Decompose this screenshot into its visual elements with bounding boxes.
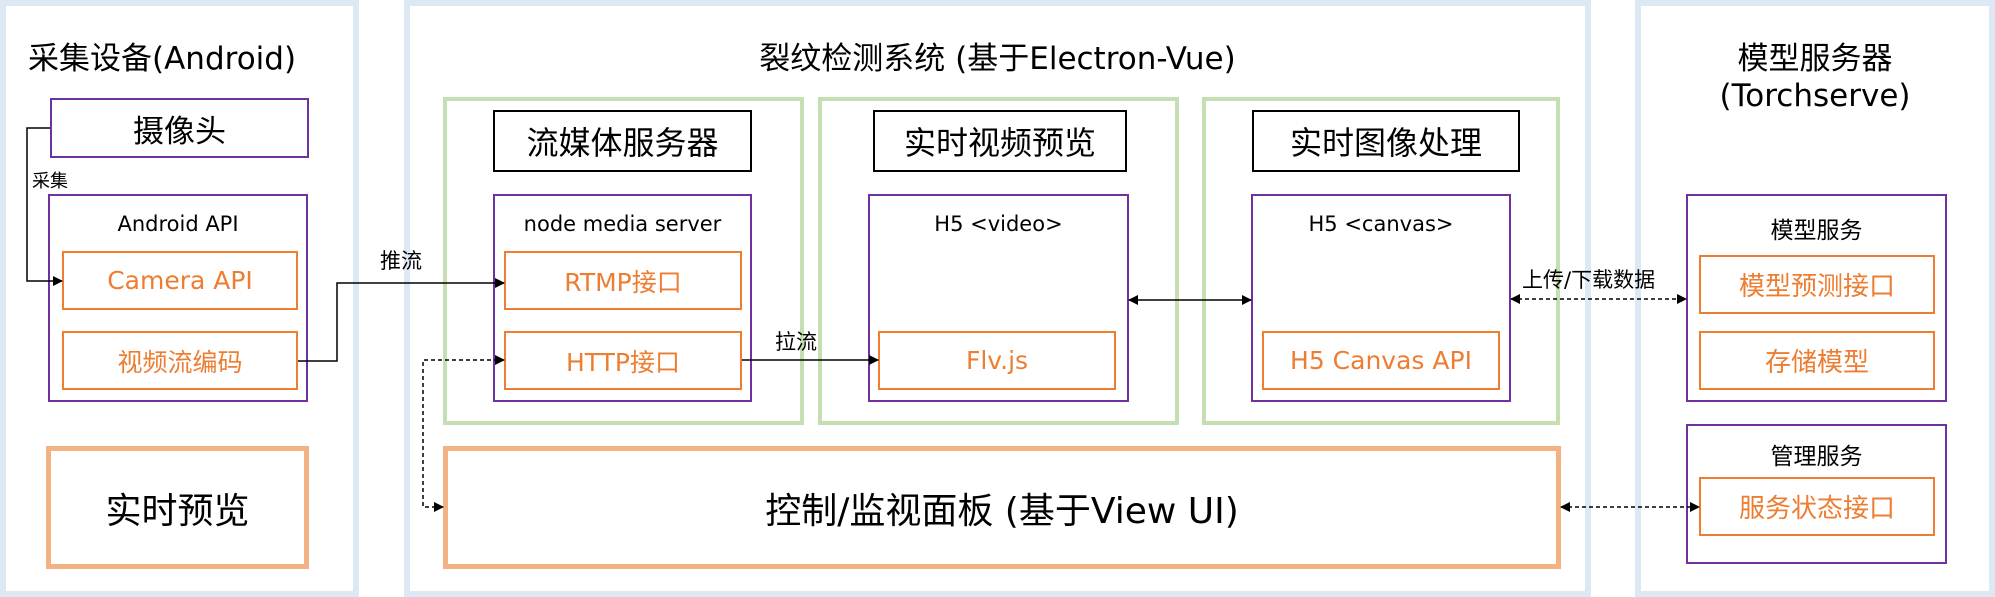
device-region-title: 采集设备(Android) <box>28 41 297 77</box>
streaming-server-title: 流媒体服务器 <box>526 124 719 162</box>
h5-video-label: H5 <video> <box>934 212 1063 236</box>
push-stream-edge <box>298 278 505 362</box>
status-api-module: 服务状态接口 <box>1699 477 1935 536</box>
h5-canvas-label: H5 <canvas> <box>1308 212 1454 236</box>
flvjs-label: Flv.js <box>965 346 1029 375</box>
streaming-server-container <box>443 97 804 425</box>
image-processing-title-box: 实时图像处理 <box>1252 110 1520 172</box>
canvas-api-module: H5 Canvas API <box>1262 331 1500 390</box>
video-preview-container <box>818 97 1179 425</box>
live-preview-panel: 实时预览 <box>46 446 309 569</box>
control-panel-label: 控制/监视面板 (基于View UI) <box>765 490 1239 532</box>
model-service-box <box>1686 194 1947 402</box>
system-region-title: 裂纹检测系统 (基于Electron-Vue) <box>759 41 1236 77</box>
pull-stream-label: 拉流 <box>775 330 817 354</box>
store-model-module: 存储模型 <box>1699 331 1935 390</box>
video-encoding-module: 视频流编码 <box>62 331 298 390</box>
predict-api-label: 模型预测接口 <box>1738 272 1895 302</box>
android-api-label: Android API <box>117 212 239 236</box>
streaming-server-title-box: 流媒体服务器 <box>493 110 752 172</box>
camera-label: 摄像头 <box>133 113 226 150</box>
model-service-label: 模型服务 <box>1770 218 1863 244</box>
predict-api-module: 模型预测接口 <box>1699 255 1935 314</box>
camera-api-label: Camera API <box>107 266 253 295</box>
model-server-title-line2: (Torchserve) <box>1719 78 1911 114</box>
device-region <box>0 0 359 597</box>
video-encoding-label: 视频流编码 <box>117 347 243 377</box>
status-api-label: 服务状态接口 <box>1738 494 1895 524</box>
canvas-api-label: H5 Canvas API <box>1290 346 1472 375</box>
model-server-title-line1: 模型服务器 <box>1737 41 1893 77</box>
upload-download-label: 上传/下载数据 <box>1522 268 1656 292</box>
control-panel: 控制/监视面板 (基于View UI) <box>443 446 1561 569</box>
live-preview-label: 实时预览 <box>105 490 250 532</box>
http-label: HTTP接口 <box>566 347 680 377</box>
camera-api-module: Camera API <box>62 251 298 310</box>
admin-service-box <box>1686 424 1947 564</box>
video-preview-title: 实时视频预览 <box>903 124 1096 162</box>
image-processing-title: 实时图像处理 <box>1289 124 1482 162</box>
android-api-box <box>48 194 308 402</box>
http-module: HTTP接口 <box>504 331 742 390</box>
capture-edge-label: 采集 <box>32 171 68 192</box>
node-media-server-label: node media server <box>523 212 722 236</box>
flvjs-module: Flv.js <box>878 331 1116 390</box>
admin-service-label: 管理服务 <box>1770 444 1863 470</box>
rtmp-module: RTMP接口 <box>504 251 742 310</box>
camera-box: 摄像头 <box>50 98 309 158</box>
store-model-label: 存储模型 <box>1764 348 1869 378</box>
video-preview-title-box: 实时视频预览 <box>873 110 1127 172</box>
capture-edge <box>26 127 63 286</box>
push-stream-label: 推流 <box>380 249 422 273</box>
image-processing-container <box>1202 97 1560 425</box>
panel-http-edge <box>422 355 505 512</box>
node-media-server-box <box>493 194 752 402</box>
rtmp-label: RTMP接口 <box>564 267 682 297</box>
